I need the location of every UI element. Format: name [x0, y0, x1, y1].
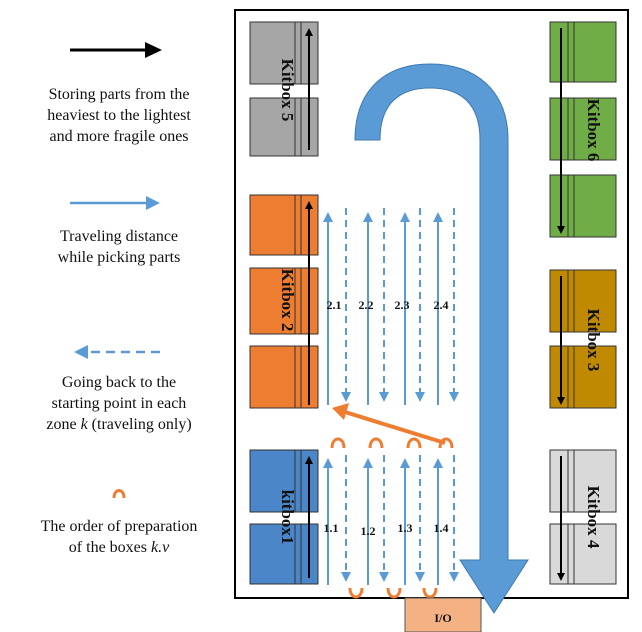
order-mark-top-1 [330, 437, 346, 449]
order-mark-bottom-2 [386, 587, 402, 599]
legend-order-prefix: of the boxes [68, 539, 151, 556]
main-flow-arrow-icon [354, 63, 529, 614]
order-marks [330, 437, 454, 599]
legend-going-back-prefix: zone [46, 416, 81, 433]
legend-going-back-suffix: (traveling only) [87, 416, 192, 433]
zone-label-1-1: 1.1 [324, 521, 339, 535]
zone-label-2-1: 2.1 [327, 298, 342, 312]
legend-traveling-line-2: while picking parts [57, 249, 181, 266]
zone-transition-arrow [332, 403, 446, 445]
io-station: I/O [404, 597, 482, 632]
order-mark-top-2 [368, 437, 384, 449]
order-mark-top-3 [406, 437, 422, 449]
legend-storing-line-3: and more fragile ones [49, 128, 189, 145]
legend-going-back-line-3: zone k (traveling only) [8, 414, 230, 435]
legend-zone-variable: k [80, 416, 88, 433]
kitbox-6 [549, 21, 617, 238]
legend-order-line-1: The order of preparation [40, 518, 198, 535]
legend-going-back-line-1: Going back to the [61, 374, 177, 391]
legend-dashed-arrow-icon [74, 345, 160, 359]
legend-going-back-text: Going back to the starting point in each… [8, 372, 230, 435]
zone-label-1-2: 1.2 [361, 524, 376, 538]
legend-order-mark-icon [112, 489, 126, 499]
legend-traveling-line-1: Traveling distance [59, 228, 179, 245]
legend-going-back-line-2: starting point in each [51, 395, 187, 412]
legend-box-variable: k.v [151, 539, 170, 556]
legend-black-arrow-icon [70, 42, 162, 58]
kitbox-3-label: Kitbox 3 [584, 309, 603, 372]
zone-1-labels: 1.1 1.2 1.3 1.4 [324, 521, 449, 538]
kitbox-4-label: Kitbox 4 [584, 486, 603, 549]
legend-storing-text: Storing parts from the heaviest to the l… [8, 84, 230, 147]
legend-blue-arrow-icon [70, 196, 160, 210]
zone-label-1-4: 1.4 [434, 521, 449, 535]
kitbox-2-label: Kitbox 2 [278, 269, 297, 332]
zone-2-labels: 2.1 2.2 2.3 2.4 [327, 298, 449, 312]
zone-1-paths [323, 455, 459, 585]
legend-order-text: The order of preparation of the boxes k.… [8, 516, 230, 558]
kitbox-4 [549, 449, 617, 585]
kitbox-1-label: kitbox1 [278, 490, 297, 545]
kitbox-1 [249, 449, 319, 585]
kitbox-5 [249, 21, 319, 157]
zone-label-2-4: 2.4 [434, 298, 449, 312]
zone-label-1-3: 1.3 [398, 521, 413, 535]
kitbox-3 [549, 269, 617, 409]
kitbox-5-label: Kitbox 5 [278, 59, 297, 122]
legend-traveling-text: Traveling distance while picking parts [8, 226, 230, 268]
legend-storing-line-2: heaviest to the lightest [47, 107, 191, 124]
legend-order-line-2: of the boxes k.v [8, 537, 230, 558]
legend-storing-line-1: Storing parts from the [48, 86, 190, 103]
zone-2-paths [323, 208, 459, 405]
order-mark-bottom-3 [422, 587, 438, 599]
io-label: I/O [434, 611, 451, 625]
zone-label-2-2: 2.2 [359, 298, 374, 312]
kitbox-6-label: Kitbox 6 [584, 99, 603, 162]
zone-label-2-3: 2.3 [395, 298, 410, 312]
order-mark-top-4 [438, 437, 454, 449]
order-mark-bottom-1 [348, 587, 364, 599]
kitbox-2 [249, 194, 319, 409]
